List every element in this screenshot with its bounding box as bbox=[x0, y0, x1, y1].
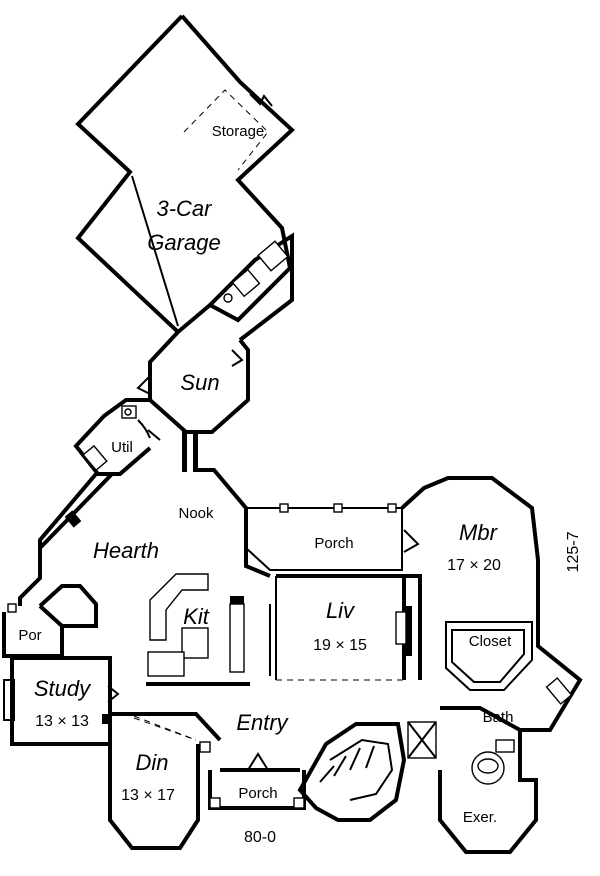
garage-wing bbox=[75, 14, 295, 335]
label-mbr: Mbr bbox=[459, 520, 499, 545]
por bbox=[2, 584, 98, 658]
label-sun: Sun bbox=[180, 370, 219, 395]
label-exer: Exer. bbox=[463, 809, 497, 826]
sun-room bbox=[136, 330, 250, 434]
mud-corridor bbox=[208, 232, 294, 342]
label-garage-line2: Garage bbox=[147, 230, 220, 255]
label-storage: Storage bbox=[212, 123, 265, 140]
main-body bbox=[18, 468, 271, 686]
label-hearth: Hearth bbox=[93, 538, 159, 563]
label-garage-line1: 3-Car bbox=[156, 196, 213, 221]
study bbox=[3, 656, 120, 746]
label-porch-rear: Porch bbox=[314, 535, 353, 552]
label-liv-dim: 19 × 15 bbox=[313, 637, 367, 654]
label-closet: Closet bbox=[469, 633, 512, 650]
entry bbox=[110, 712, 300, 772]
overall-width-dimension: 80-0 bbox=[244, 829, 276, 846]
bath-exer bbox=[407, 677, 573, 854]
room-labels: Storage 3-Car Garage Sun Util Nook Heart… bbox=[18, 123, 513, 826]
living-room bbox=[275, 574, 412, 681]
label-study: Study bbox=[34, 676, 92, 701]
staircase bbox=[297, 722, 407, 822]
label-liv: Liv bbox=[326, 598, 356, 623]
label-util: Util bbox=[111, 439, 133, 456]
label-study-dim: 13 × 13 bbox=[35, 713, 89, 730]
label-por: Por bbox=[18, 627, 41, 644]
label-porch-front: Porch bbox=[238, 785, 277, 802]
porch-rear bbox=[245, 503, 403, 571]
dining bbox=[108, 717, 211, 850]
master-wing bbox=[400, 476, 583, 732]
label-nook: Nook bbox=[178, 505, 214, 522]
label-din: Din bbox=[135, 750, 168, 775]
label-entry: Entry bbox=[236, 710, 289, 735]
label-mbr-dim: 17 × 20 bbox=[447, 557, 501, 574]
label-bath: Bath bbox=[483, 709, 514, 726]
plan-number: 125-7 bbox=[565, 531, 582, 572]
porch-front bbox=[208, 770, 306, 810]
util-room bbox=[73, 398, 161, 476]
label-kit: Kit bbox=[183, 604, 210, 629]
label-din-dim: 13 × 17 bbox=[121, 787, 175, 804]
